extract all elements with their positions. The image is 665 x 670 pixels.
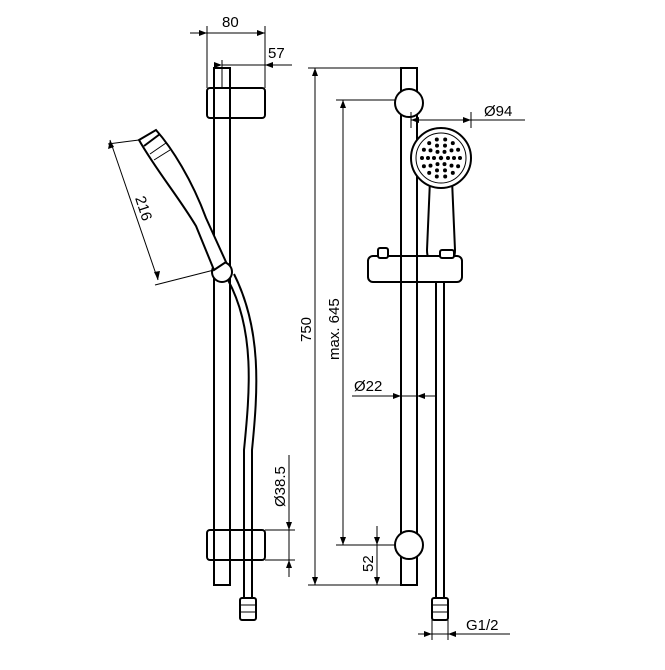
nozzle-dot [435,149,440,154]
dim-total-width: 80 [190,14,266,88]
nozzle-dot [458,156,462,160]
nozzle-dot [427,141,432,146]
nozzle-dot [432,156,436,160]
side-hose-connector [239,597,257,621]
front-slider [367,255,463,283]
front-rail [400,67,418,586]
dim-rail-diameter: Ø22 [352,378,435,399]
nozzle-dot [420,156,424,160]
nozzle-dot [442,162,447,167]
nozzle-dot [456,147,461,152]
nozzle-dot [443,137,448,142]
label-thread: G1/2 [466,617,499,634]
label-bottom-offset: 52 [360,555,377,572]
dim-rail-height: 750 [298,67,401,586]
nozzle-dot [434,137,439,142]
dim-handshower-length: 216 [107,139,215,286]
nozzle-dot [443,174,448,179]
front-top-bracket [394,88,424,118]
front-hose-connector [431,597,449,621]
label-rail-height: 750 [298,317,315,342]
nozzle-dot [450,170,455,175]
nozzle-dot [428,163,433,168]
label-bracket-offset: 57 [268,45,285,62]
nozzle-dot [426,156,430,160]
nozzle-dot [452,156,456,160]
label-head-diameter: Ø94 [484,103,512,120]
nozzle-dot [443,168,447,173]
front-bottom-bracket [394,530,424,560]
label-bracket-diameter: Ø38.5 [272,466,289,507]
shower-nozzles [420,137,462,179]
nozzle-dot [442,149,447,154]
dim-bracket-offset: 57 [214,45,292,88]
nozzle-dot [456,164,461,169]
nozzle-dot [450,141,455,146]
side-rail [213,67,231,586]
nozzle-dot [428,148,433,153]
nozzle-dot [421,164,426,169]
side-hose [227,279,250,598]
nozzle-dot [449,148,454,153]
dim-bottom-offset: 52 [360,526,401,586]
side-handshower [137,128,228,272]
nozzle-dot [438,155,444,161]
side-top-bracket [206,87,266,119]
side-view [137,67,266,621]
nozzle-dot [427,170,432,175]
nozzle-dot [434,174,439,179]
side-bottom-bracket [206,529,266,561]
front-view [367,67,472,621]
label-total-width: 80 [222,14,239,31]
dim-bracket-diameter: Ø38.5 [265,455,295,577]
nozzle-dot [443,143,447,148]
nozzle-dot [449,163,454,168]
nozzle-dot [435,162,440,167]
nozzle-dot [446,156,450,160]
nozzle-dot [435,168,439,173]
dim-thread: G1/2 [418,617,510,640]
dim-adjustment-range: max. 645 [326,99,395,546]
nozzle-dot [421,147,426,152]
nozzle-dot [435,143,439,148]
label-handshower-length: 216 [131,194,155,223]
label-adjustment-range: max. 645 [326,298,343,360]
label-rail-diameter: Ø22 [354,378,382,395]
dim-head-diameter: Ø94 [410,103,525,128]
